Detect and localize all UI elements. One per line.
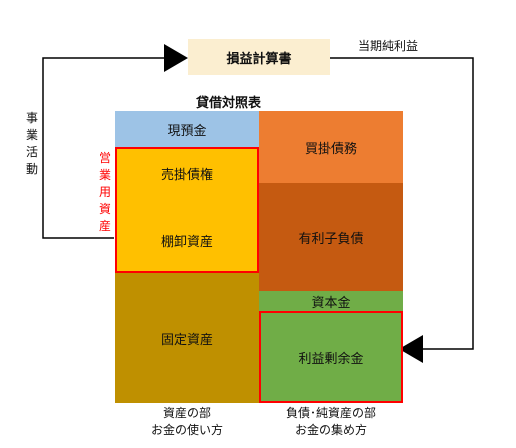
cash-deposits-cell: 現預金	[115, 111, 259, 147]
business-activity-line	[42, 57, 168, 239]
retained-earnings-cell: 利益剰余金	[259, 311, 403, 403]
inventory-cell: 棚卸資産	[115, 225, 259, 255]
balance-sheet-title: 貸借対照表	[196, 96, 262, 111]
operating-assets-label: 営業用資産	[98, 151, 111, 233]
liabilities-caption-line1: 負債･純資産の部	[285, 406, 376, 420]
net-income-line	[330, 57, 474, 350]
payables-label: 買掛債務	[304, 141, 357, 157]
business-activity-label: 事業活動	[25, 111, 38, 176]
interest-bearing-debt-cell: 有利子負債	[259, 183, 403, 291]
receivables-label: 売掛債権	[160, 167, 213, 183]
income-statement-label: 損益計算書	[226, 51, 292, 67]
operating-assets-block	[115, 147, 259, 273]
fixed-assets-cell: 固定資産	[115, 273, 259, 403]
liabilities-caption: 負債･純資産の部 お金の集め方	[259, 405, 403, 439]
interest-bearing-debt-label: 有利子負債	[298, 231, 364, 247]
inventory-label: 棚卸資産	[160, 234, 213, 250]
arrow-to-retained-earnings-icon	[399, 335, 423, 363]
assets-caption: 資産の部 お金の使い方	[115, 405, 259, 439]
fixed-assets-label: 固定資産	[160, 332, 213, 348]
capital-stock-cell: 資本金	[259, 291, 403, 311]
assets-caption-line1: 資産の部	[162, 406, 211, 420]
operating-assets-highlight	[115, 147, 259, 273]
assets-caption-line2: お金の使い方	[150, 423, 223, 437]
arrow-to-income-statement-icon	[164, 44, 188, 72]
receivables-cell: 売掛債権	[115, 158, 259, 188]
net-income-label: 当期純利益	[358, 39, 419, 53]
payables-cell: 買掛債務	[259, 111, 403, 183]
capital-stock-label: 資本金	[311, 295, 351, 311]
cash-deposits-label: 現預金	[167, 123, 207, 139]
retained-earnings-label: 利益剰余金	[298, 351, 364, 367]
income-statement-box: 損益計算書	[188, 39, 330, 75]
liabilities-caption-line2: お金の集め方	[294, 423, 367, 437]
